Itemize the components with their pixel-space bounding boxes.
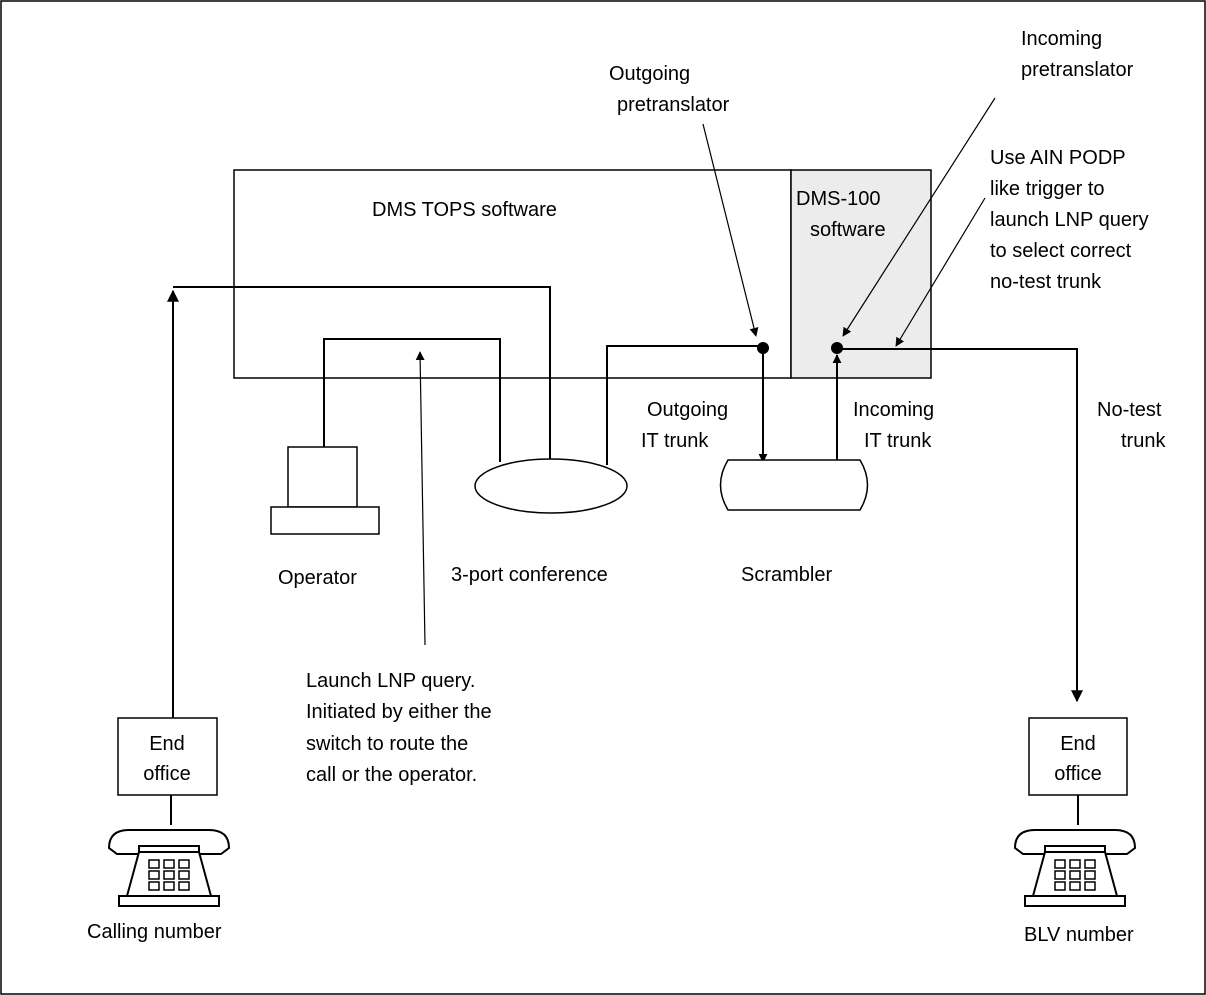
outgoing-it-trunk-label: Outgoing <box>647 399 728 421</box>
dms100-software-label: DMS-100 <box>796 188 880 210</box>
end-office-left-label-2: office <box>143 763 190 785</box>
scrambler-label: Scrambler <box>741 564 832 586</box>
calling-to-conference-line <box>173 286 551 462</box>
outgoing-pretranslator-pointer <box>702 123 759 337</box>
outgoing-pretranslator-label-2: pretranslator <box>617 94 730 116</box>
incoming-pretranslator-label: Incoming <box>1021 28 1102 50</box>
operator-console-base <box>270 506 380 535</box>
outgoing-it-trunk-label-2: IT trunk <box>641 430 709 452</box>
no-test-trunk-label-2: trunk <box>1121 430 1166 452</box>
lnp-note-line-4: call or the operator. <box>306 764 477 786</box>
operator-console-screen <box>287 446 358 508</box>
ain-note-line-2: like trigger to <box>990 178 1105 200</box>
conference-bridge <box>474 458 628 514</box>
incoming-it-trunk-label-2: IT trunk <box>864 430 932 452</box>
end-office-box-right <box>1028 717 1128 796</box>
conference-to-pretranslator-line <box>606 345 763 465</box>
end-office-left-label: End <box>149 733 185 755</box>
ain-note-line-3: launch LNP query <box>990 209 1149 231</box>
incoming-pretranslator-pointer <box>842 97 996 337</box>
no-test-trunk-label: No-test <box>1097 399 1162 421</box>
lnp-note-line-2: Initiated by either the <box>306 701 492 723</box>
dms100-software-box <box>790 169 932 379</box>
ain-note-line-5: no-test trunk <box>990 271 1102 293</box>
lnp-query-pointer <box>415 351 426 646</box>
dms-tops-software-label: DMS TOPS software <box>372 199 557 221</box>
lnp-note-line-1: Launch LNP query. <box>306 670 475 692</box>
conference-label: 3-port conference <box>451 564 608 586</box>
calling-number-label: Calling number <box>87 921 222 943</box>
operator-label: Operator <box>278 567 357 589</box>
blv-number-label: BLV number <box>1024 924 1134 946</box>
incoming-pretranslator-label-2: pretranslator <box>1021 59 1134 81</box>
outgoing-pretranslator-label: Outgoing <box>609 63 690 85</box>
ain-note-line-1: Use AIN PODP <box>990 147 1126 169</box>
end-office-right-label: End <box>1060 733 1096 755</box>
dms-tops-software-box <box>233 169 792 379</box>
end-office-box-left <box>117 717 218 796</box>
no-test-trunk-line <box>837 348 1083 703</box>
ain-note-line-4: to select correct <box>990 240 1132 262</box>
dms100-software-label-2: software <box>810 219 886 241</box>
scrambler-device <box>719 459 869 511</box>
ain-trigger-pointer <box>895 197 986 347</box>
lnp-note-line-3: switch to route the <box>306 733 468 755</box>
incoming-it-trunk-label: Incoming <box>853 399 934 421</box>
end-office-right-label-2: office <box>1054 763 1101 785</box>
operator-connection-line <box>323 338 501 462</box>
